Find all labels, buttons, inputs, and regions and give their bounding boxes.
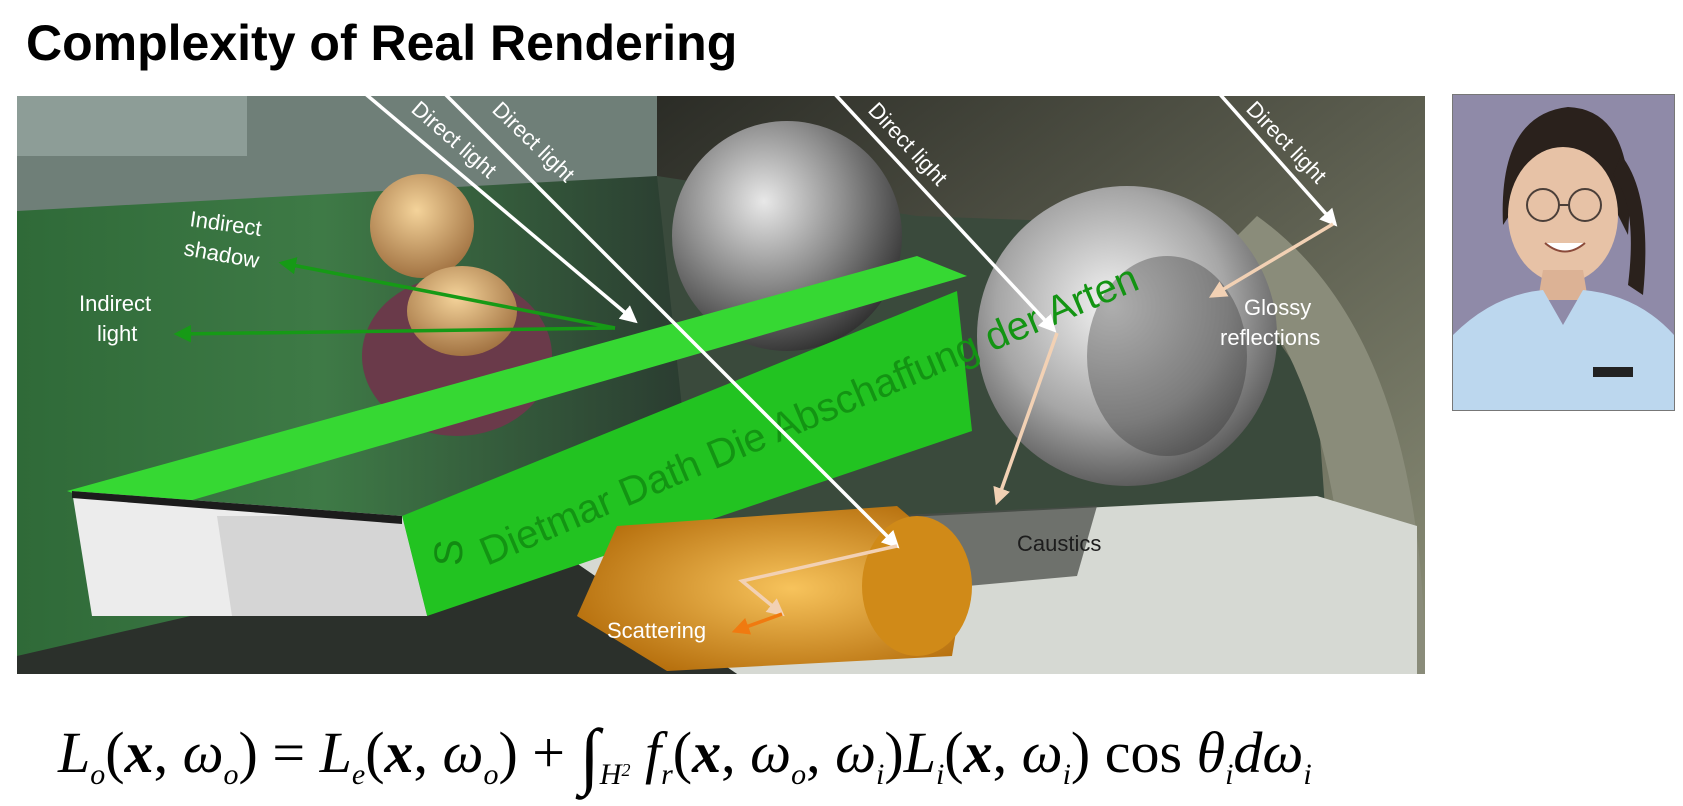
portrait-ponytail bbox=[1613, 155, 1646, 295]
portrait-neck bbox=[1538, 270, 1588, 300]
window-frame bbox=[17, 96, 247, 156]
direct-light-arrow-3 bbox=[834, 96, 1057, 333]
book-spine-face bbox=[402, 291, 972, 616]
label-glossy-2: reflections bbox=[1220, 325, 1320, 350]
slide-title: Complexity of Real Rendering bbox=[26, 15, 738, 71]
indirect-shadow-arrow bbox=[278, 257, 616, 330]
equation-equals: = bbox=[272, 720, 320, 785]
label-indirect-light-2: light bbox=[97, 321, 137, 346]
label-scattering: Scattering bbox=[607, 618, 706, 643]
label-indirect-light-1: Indirect bbox=[79, 291, 151, 316]
direct-light-arrow-2 bbox=[444, 96, 900, 549]
rendering-photo: S Dietmar Dath Die Abschaffung der Arten… bbox=[17, 96, 1425, 674]
candle-end bbox=[862, 516, 972, 656]
presenter-portrait bbox=[1452, 94, 1675, 411]
scatter-arrow bbox=[731, 612, 783, 635]
buddha-head bbox=[370, 174, 474, 278]
caustics-arrow bbox=[993, 332, 1059, 506]
glossy-arrow bbox=[1208, 222, 1334, 298]
portrait-pocket-item bbox=[1593, 367, 1633, 377]
indirect-light-arrow bbox=[173, 325, 616, 343]
equation-lhs: Lo(x, ωo) bbox=[58, 720, 258, 791]
book-top bbox=[67, 256, 967, 516]
equation-integral: ∫H2 fr(x, ωo, ωi)Li(x, ωi) cos θidωi bbox=[579, 715, 1312, 797]
book-pages-shade bbox=[217, 516, 427, 616]
label-caustics: Caustics bbox=[1017, 531, 1101, 556]
book-cover-edge bbox=[72, 491, 402, 524]
direct-light-arrow-1 bbox=[365, 96, 638, 324]
equation-plus: + bbox=[532, 720, 580, 785]
scatter-path bbox=[738, 544, 898, 617]
buddha-belly bbox=[407, 266, 517, 356]
book-spine-mark: S bbox=[427, 539, 471, 566]
equation-emitted: Le(x, ωo) bbox=[319, 720, 518, 791]
portrait-smile bbox=[1544, 242, 1586, 253]
direct-light-arrow-4 bbox=[1219, 96, 1338, 227]
label-glossy-1: Glossy bbox=[1244, 295, 1311, 320]
portrait-shirt bbox=[1453, 290, 1674, 410]
portrait-hair bbox=[1502, 107, 1630, 235]
glass-sphere bbox=[977, 186, 1277, 486]
candle bbox=[577, 506, 967, 671]
glass-sphere-shade bbox=[1087, 256, 1247, 456]
portrait-face bbox=[1508, 147, 1618, 283]
rendering-equation: Lo(x, ωo) = Le(x, ωo) + ∫H2 fr(x, ωo, ωi… bbox=[58, 714, 1312, 799]
